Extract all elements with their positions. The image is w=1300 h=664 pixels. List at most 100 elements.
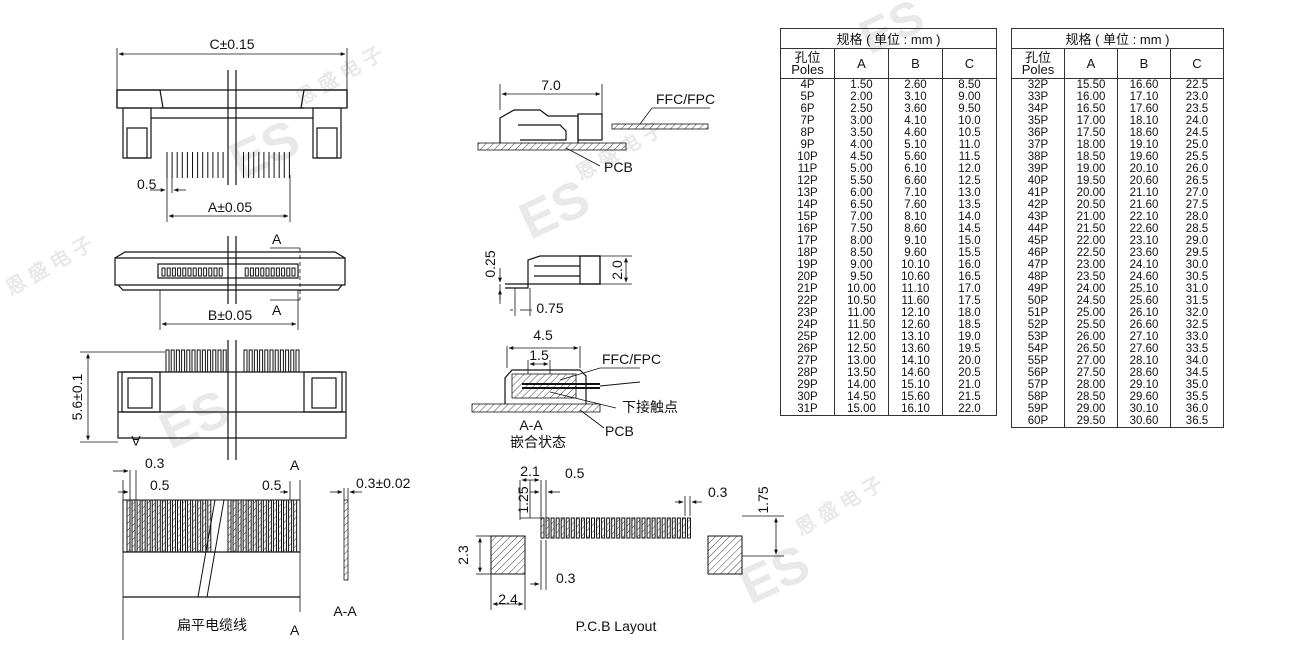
a-value-cell: 9.50	[834, 271, 889, 283]
c-value-cell: 35.5	[1170, 391, 1224, 403]
a-value-cell: 10.00	[834, 283, 889, 295]
b-value-cell: 5.10	[888, 139, 943, 151]
c-value-cell: 21.0	[942, 379, 997, 391]
b-value-cell: 10.10	[888, 259, 943, 271]
pole-cell: 34P	[1011, 103, 1065, 115]
contact-pin	[295, 349, 300, 373]
b-value-cell: 15.60	[888, 391, 943, 403]
b-value-cell: 7.10	[888, 187, 943, 199]
a-value-cell: 22.00	[1064, 235, 1118, 247]
pole-cell: 43P	[1011, 211, 1065, 223]
contact-slot	[281, 267, 286, 277]
label-length-70: 7.0	[541, 77, 561, 93]
c-value-cell: 16.0	[942, 259, 997, 271]
a-value-cell: 7.50	[834, 223, 889, 235]
conductor-stripe	[232, 499, 237, 553]
a-value-cell: 8.00	[834, 235, 889, 247]
contact-slot	[270, 267, 275, 277]
label-c-dim: C±0.15	[209, 36, 254, 52]
pole-cell: 27P	[780, 355, 835, 367]
label-aa: A-A	[519, 417, 543, 433]
conductor-stripe	[171, 499, 176, 553]
a-value-cell: 15.00	[834, 403, 889, 416]
c-value-cell: 8.50	[942, 78, 997, 91]
c-value-cell: 21.5	[942, 391, 997, 403]
pcb-pad	[611, 517, 616, 539]
pole-cell: 17P	[780, 235, 835, 247]
pole-cell: 32P	[1011, 78, 1065, 91]
side-profile-view	[477, 84, 710, 167]
c-value-cell: 33.0	[1170, 331, 1224, 343]
c-value-cell: 26.0	[1170, 163, 1224, 175]
pcb-layout-view	[476, 478, 784, 610]
a-value-cell: 25.50	[1064, 319, 1118, 331]
pole-cell: 40P	[1011, 175, 1065, 187]
contact-slot	[260, 267, 265, 277]
pole-cell: 6P	[780, 103, 835, 115]
b-value-cell: 3.60	[888, 103, 943, 115]
c-value-cell: 30.0	[1170, 259, 1224, 271]
pole-cell: 58P	[1011, 391, 1065, 403]
a-value-cell: 19.50	[1064, 175, 1118, 187]
conductor-stripe	[252, 499, 257, 553]
conductor-stripe	[141, 499, 146, 553]
contact-pin	[253, 349, 258, 373]
pcb-pad	[606, 517, 611, 539]
label-flat-cable: 扁平电缆线	[177, 617, 247, 633]
pole-cell: 14P	[780, 199, 835, 211]
pole-header-cn: 孔位	[794, 49, 821, 65]
c-value-cell: 28.0	[1170, 211, 1224, 223]
pcb-pad	[591, 517, 595, 539]
c-value-cell: 30.5	[1170, 271, 1224, 283]
pcb-pad	[580, 517, 585, 539]
c-value-cell: 9.50	[942, 103, 997, 115]
contact-pin	[207, 349, 212, 373]
b-value-cell: 26.10	[1117, 307, 1171, 319]
a-value-cell: 4.50	[834, 151, 889, 163]
conductor-stripe	[288, 499, 293, 553]
b-value-cell: 9.10	[888, 235, 943, 247]
pcb-pad	[540, 517, 545, 539]
pole-cell: 41P	[1011, 187, 1065, 199]
pole-cell: 19P	[780, 259, 835, 271]
pole-cell: 5P	[780, 91, 835, 103]
c-value-cell: 20.5	[942, 367, 997, 379]
contact-pin	[196, 349, 201, 373]
label-lower-contact: 下接触点	[622, 399, 678, 415]
c-value-cell: 23.5	[1170, 103, 1224, 115]
contact-pin	[264, 349, 269, 373]
b-value-cell: 19.60	[1117, 151, 1171, 163]
pcb-pad	[555, 517, 560, 539]
contact-slot	[275, 267, 280, 277]
a-value-cell: 14.00	[834, 379, 889, 391]
pole-cell: 16P	[780, 223, 835, 235]
b-value-cell: 4.10	[888, 115, 943, 127]
contact-slot	[203, 267, 208, 277]
label-pcb-03-top: 0.3	[708, 484, 728, 500]
contact-slot	[255, 267, 260, 277]
c-value-cell: 32.5	[1170, 319, 1224, 331]
conductor-stripe	[136, 499, 141, 553]
conductor-stripe	[156, 499, 161, 553]
pole-cell: 7P	[780, 115, 835, 127]
pole-cell: 59P	[1011, 403, 1065, 415]
contact-slot	[218, 267, 223, 277]
pole-cell: 51P	[1011, 307, 1065, 319]
column-header-a: A	[1064, 48, 1118, 79]
a-value-cell: 21.00	[1064, 211, 1118, 223]
pcb-pad	[676, 517, 681, 539]
contact-pin	[191, 349, 196, 373]
column-header-c: C	[942, 48, 997, 79]
a-value-cell: 26.00	[1064, 331, 1118, 343]
